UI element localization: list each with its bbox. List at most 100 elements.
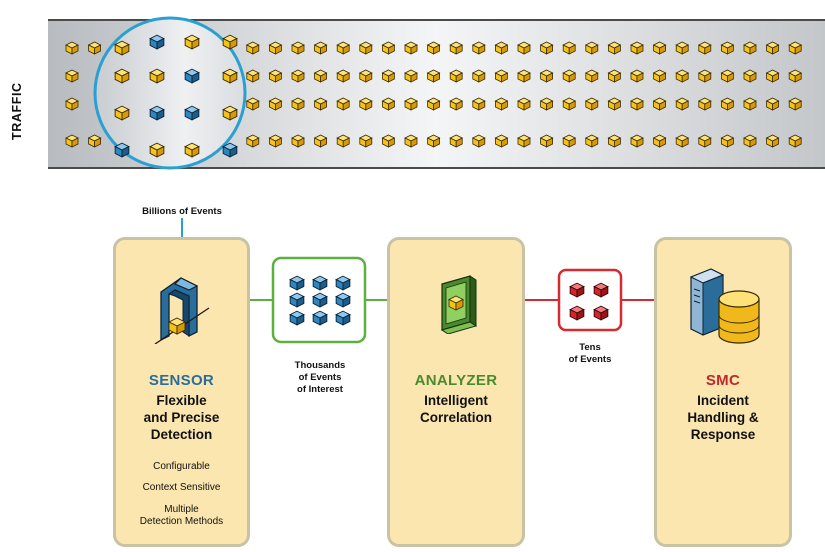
event-cube [593, 282, 609, 298]
event-cube [675, 41, 689, 55]
event-cube [336, 97, 350, 111]
events-of-interest-cubes [289, 275, 351, 326]
event-cube [336, 41, 350, 55]
event-cube [766, 41, 779, 55]
smc-description-line: Response [690, 427, 756, 442]
event-cube [472, 97, 486, 111]
sensor-feature: Context Sensitive [142, 482, 221, 493]
event-cube [289, 310, 305, 326]
sensor-title: SENSOR [148, 372, 215, 389]
thousands-label-line: Thousands [294, 360, 346, 371]
event-cube [222, 34, 238, 50]
analyzer-panel: ANALYZER Intelligent Correlation [387, 237, 525, 547]
event-cube [289, 292, 305, 308]
event-cube [494, 134, 508, 148]
event-cube [608, 97, 621, 111]
event-cube [721, 134, 734, 148]
event-cube [517, 69, 531, 83]
event-cube [788, 69, 802, 83]
event-cube [246, 41, 260, 55]
event-cube [149, 105, 165, 121]
event-cube [585, 41, 599, 55]
event-cube [427, 41, 441, 55]
magnifier-circle [93, 16, 247, 170]
smc-title: SMC [705, 372, 741, 389]
analyzer-chip-icon [440, 275, 478, 334]
event-cube [472, 41, 486, 55]
event-cube [540, 97, 553, 111]
smc-description-line: Incident [697, 393, 749, 408]
event-cube [608, 134, 621, 148]
event-cube [359, 41, 373, 55]
event-cube [449, 97, 463, 111]
event-cube [721, 69, 734, 83]
event-cube [427, 97, 441, 111]
event-cube [630, 41, 644, 55]
thousands-of-events-label: Thousands of Events of Interest [270, 360, 370, 396]
event-cube [630, 69, 644, 83]
event-cube [569, 305, 585, 321]
event-cube [788, 97, 802, 111]
event-cube [314, 97, 328, 111]
event-cube [65, 97, 79, 111]
event-cube [721, 97, 734, 111]
event-cube [562, 41, 576, 55]
event-cube [653, 97, 666, 111]
event-cube [335, 275, 351, 291]
event-cube [472, 69, 486, 83]
sensor-description-line: Detection [150, 427, 213, 442]
event-cube [653, 134, 666, 148]
sensor-feature: Detection Methods [139, 516, 224, 527]
event-cube [314, 134, 328, 148]
event-cube [540, 69, 553, 83]
analyzer-description-line: Correlation [419, 410, 492, 425]
event-cube [585, 97, 599, 111]
event-cube [184, 142, 200, 158]
event-cube [517, 134, 531, 148]
event-cube [114, 40, 130, 56]
smc-panel: SMC Incident Handling & Response [654, 237, 792, 547]
event-cube [698, 97, 712, 111]
event-cube [268, 134, 282, 148]
event-cube [184, 68, 200, 84]
event-cube [381, 97, 395, 111]
event-cube [743, 134, 757, 148]
event-cube [312, 275, 328, 291]
event-cube [698, 134, 712, 148]
event-cube [630, 134, 644, 148]
event-cube [65, 41, 79, 55]
event-cube [593, 305, 609, 321]
tens-label-line: of Events [568, 354, 612, 365]
event-cube [404, 69, 418, 83]
tens-of-events-label: Tens of Events [550, 342, 630, 366]
event-cube [698, 69, 712, 83]
event-cube [427, 134, 441, 148]
event-cube [381, 41, 395, 55]
sensor-description-line: and Precise [143, 410, 220, 425]
event-cube [562, 97, 576, 111]
sensor-icon [154, 277, 210, 344]
event-cube [449, 69, 463, 83]
event-cube [184, 105, 200, 121]
event-cube [721, 41, 734, 55]
event-cube [404, 97, 418, 111]
event-cube [653, 69, 666, 83]
sensor-description: Flexible and Precise Detection [116, 392, 247, 443]
event-cube [291, 134, 305, 148]
event-cube [766, 97, 779, 111]
event-cube [562, 69, 576, 83]
event-cube [359, 69, 373, 83]
event-cube [291, 69, 305, 83]
analyzer-description: Intelligent Correlation [390, 392, 522, 426]
event-cube [562, 134, 576, 148]
event-cube [291, 97, 305, 111]
event-cube [289, 275, 305, 291]
event-cube [222, 105, 238, 121]
event-cube [359, 97, 373, 111]
tens-of-events-box [557, 268, 623, 332]
tens-label-line: Tens [579, 342, 601, 353]
event-cube [517, 97, 531, 111]
event-cube [404, 41, 418, 55]
event-cube [743, 41, 757, 55]
smc-description: Incident Handling & Response [657, 392, 789, 443]
